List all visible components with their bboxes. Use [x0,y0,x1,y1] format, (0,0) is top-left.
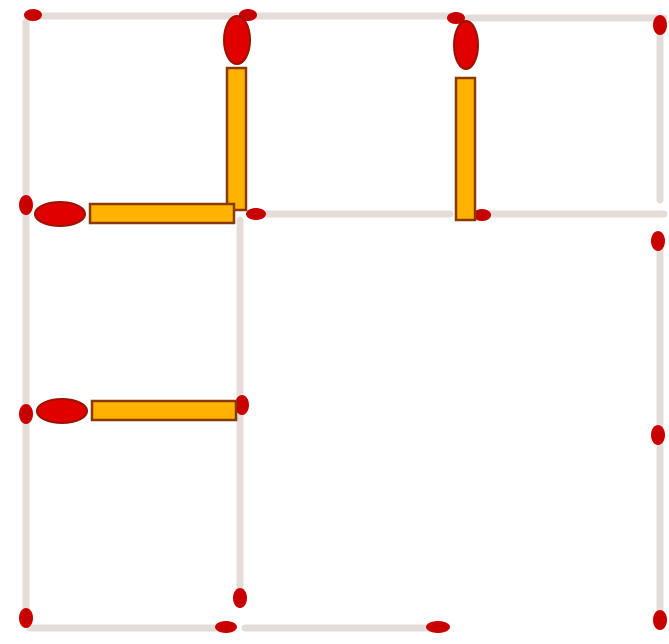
small-match-head [19,195,33,215]
small-heads-layer [19,9,667,633]
small-match-head [653,15,667,35]
ghost-sticks-layer [26,16,664,628]
small-match-head [24,9,42,21]
small-match-head [233,588,247,608]
small-match-head [651,425,665,445]
small-match-head [426,621,450,633]
matchstick [227,68,246,210]
match-head [224,16,250,64]
small-match-head [246,208,266,220]
match-head [37,399,87,423]
small-match-head [651,231,665,251]
matchstick [456,78,475,220]
match-head [454,21,478,69]
small-match-head [653,610,667,630]
small-match-head [215,621,237,633]
matchstick [90,204,234,223]
match-head [35,202,85,226]
matchstick [92,401,236,420]
small-match-head [19,608,33,628]
small-match-head [19,404,33,424]
